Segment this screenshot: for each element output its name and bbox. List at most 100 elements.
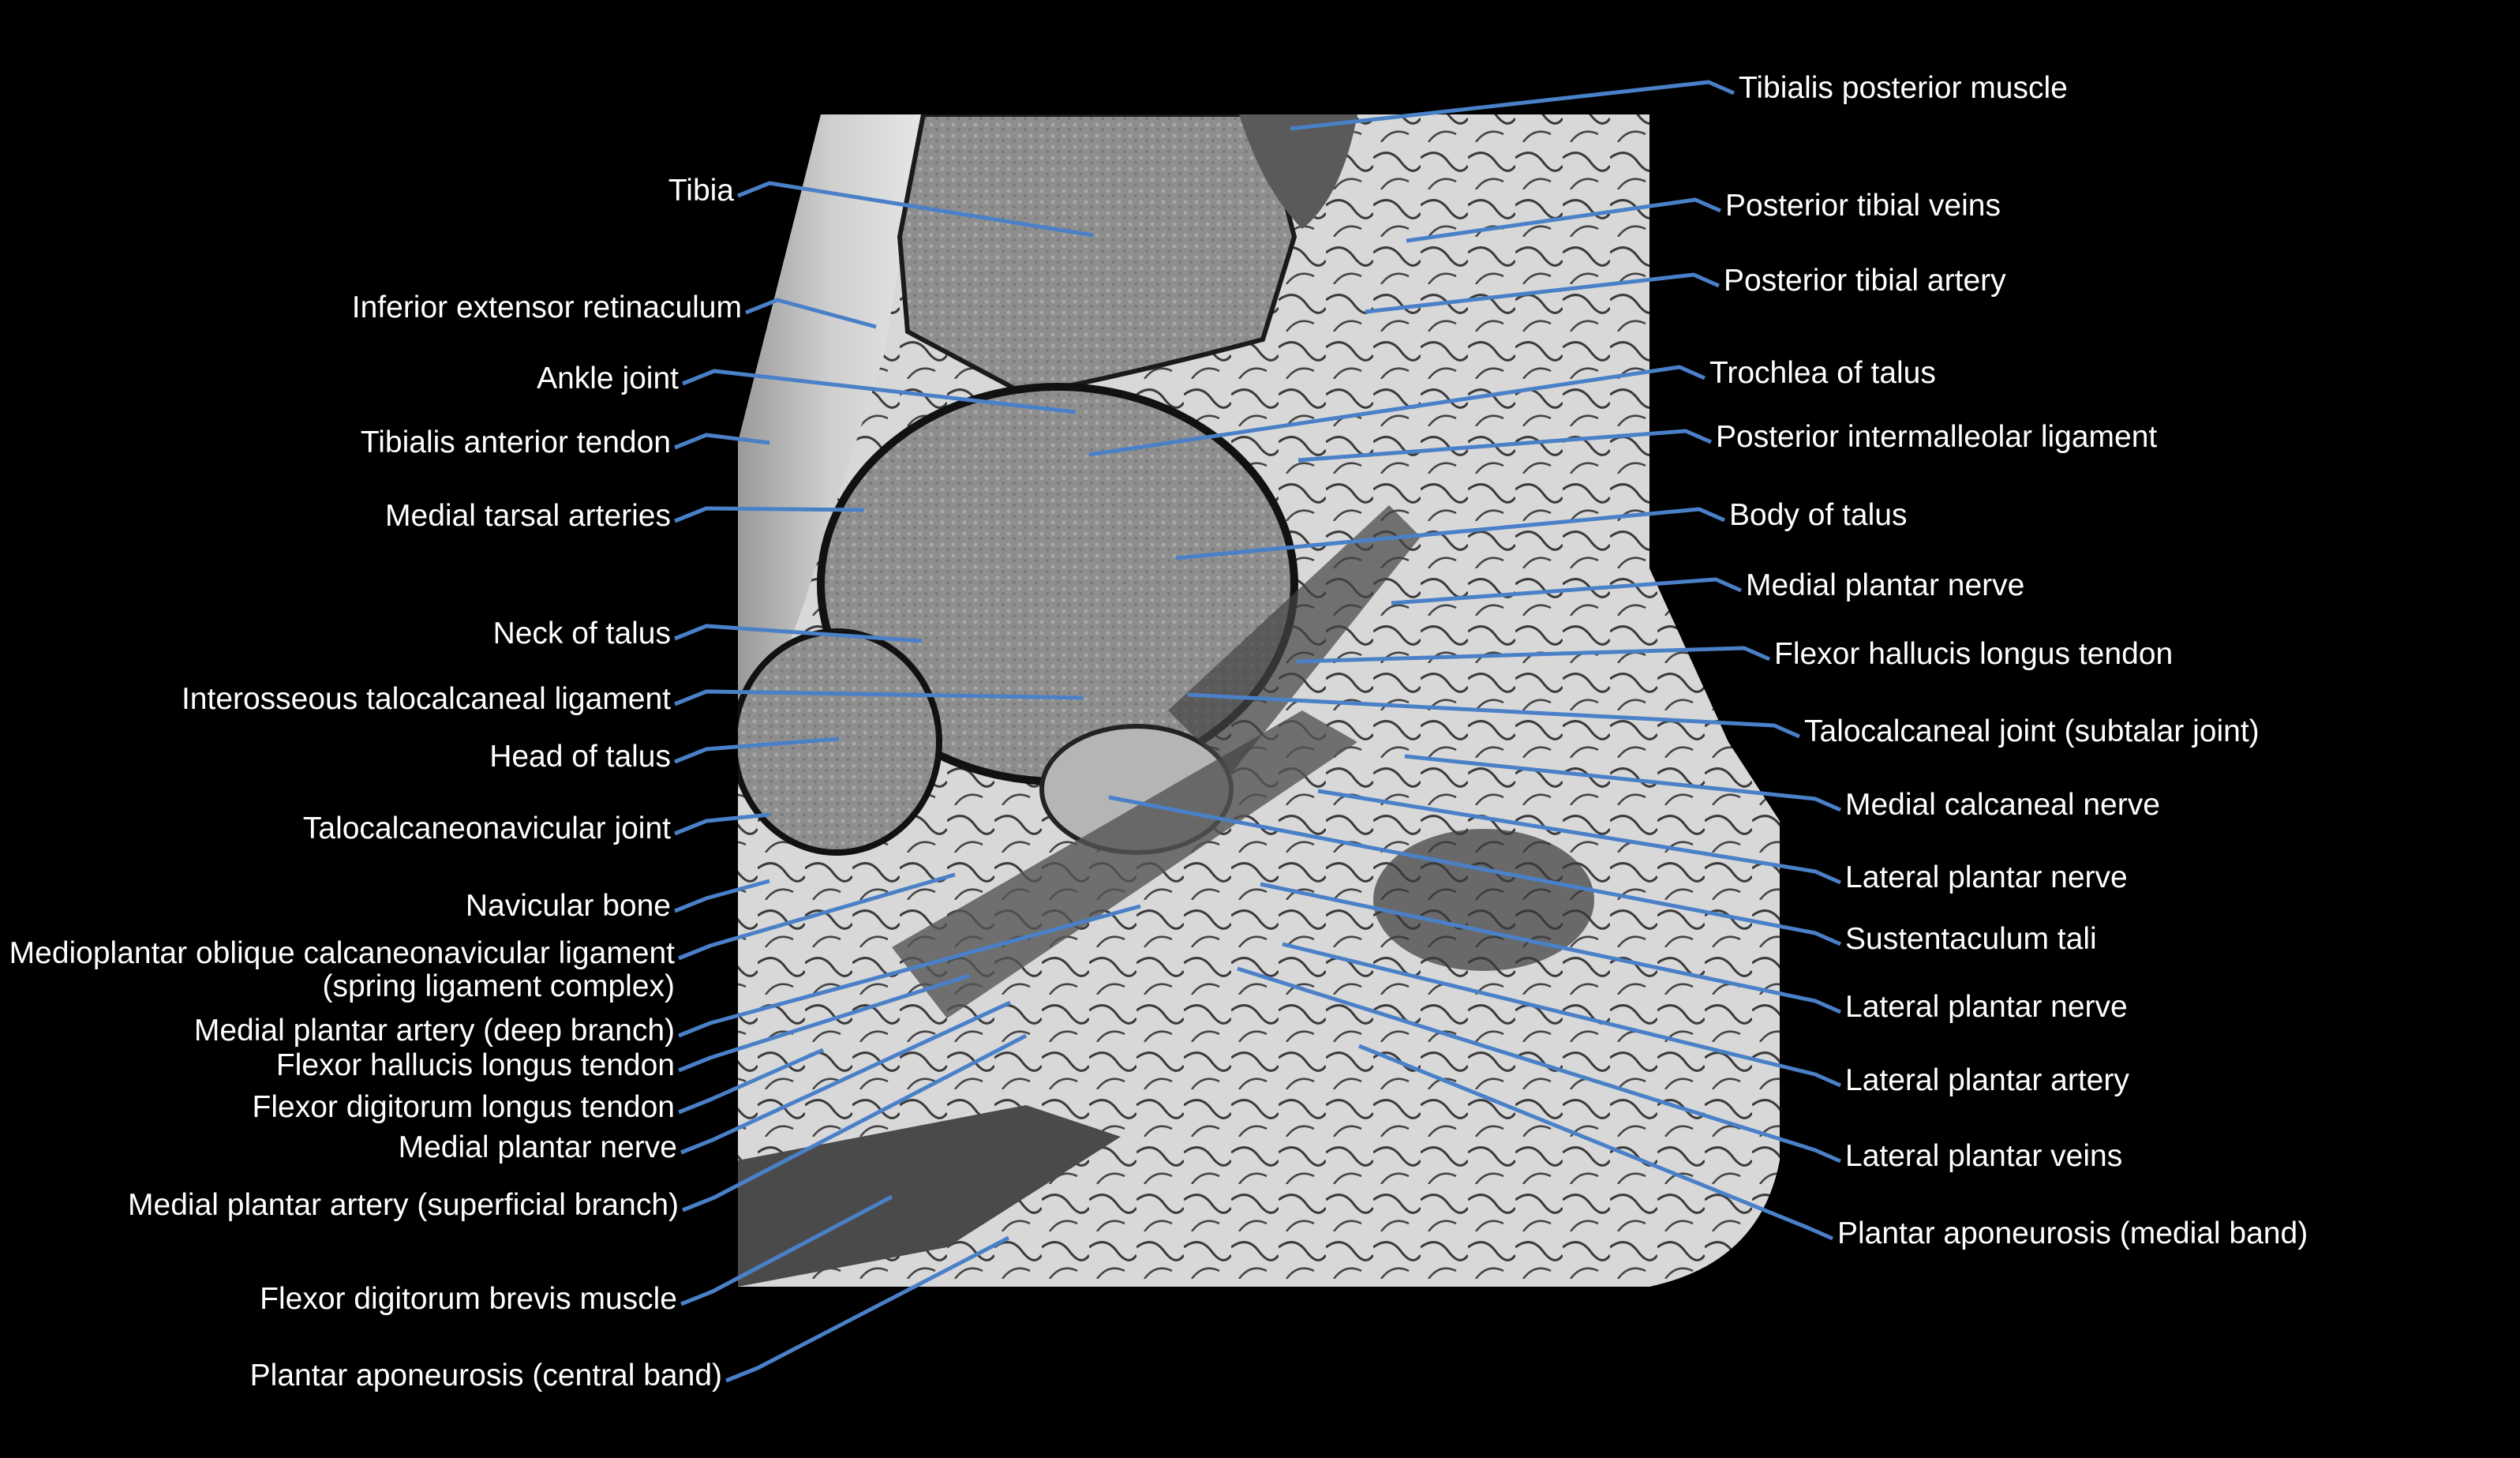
label-text: Lateral plantar nerve <box>1845 860 2128 894</box>
label-body-of-talus: Body of talus <box>1729 499 1907 532</box>
label-head-of-talus: Head of talus <box>489 740 671 774</box>
label-text: Trochlea of talus <box>1709 356 1936 390</box>
leader-line-plantar-aponeurosis-medial-band <box>1358 1044 1834 1241</box>
leader-line-talocalcaneonavicular-joint <box>674 812 770 836</box>
label-text: Body of talus <box>1729 498 1908 532</box>
label-text: Medial tarsal arteries <box>385 499 671 533</box>
label-text: Flexor hallucis longus tendon <box>1774 637 2174 671</box>
label-text: Posterior tibial veins <box>1725 189 2001 223</box>
label-text: Tibia <box>668 174 734 208</box>
leader-line-medial-tarsal-arteries <box>674 506 865 523</box>
label-ankle-joint: Ankle joint <box>537 362 679 395</box>
leader-line-flexor-digitorum-brevis-muscle <box>680 1194 893 1306</box>
label-posterior-tibial-artery: Posterior tibial artery <box>1724 264 2006 298</box>
leader-line-flexor-hallucis-longus-tendon <box>1296 646 1771 664</box>
label-text: Tibialis anterior tendon <box>360 425 671 459</box>
label-text: Medial plantar nerve <box>1746 568 2025 602</box>
label-trochlea-of-talus: Trochlea of talus <box>1709 357 1936 390</box>
leader-line-posterior-intermalleolar-ligament <box>1297 429 1713 463</box>
label-text: Talocalcaneal joint (subtalar joint) <box>1804 714 2260 748</box>
leader-line-lateral-plantar-veins <box>1237 966 1842 1164</box>
label-text: Talocalcaneonavicular joint <box>302 811 671 845</box>
label-text: Lateral plantar nerve <box>1845 990 2128 1024</box>
label-text: Flexor hallucis longus tendon <box>275 1048 675 1082</box>
label-text: Lateral plantar veins <box>1845 1139 2123 1173</box>
leader-line-navicular-bone <box>674 879 770 913</box>
leader-line-plantar-aponeurosis-central-band <box>725 1235 1010 1383</box>
label-text: Interosseous talocalcaneal ligament <box>181 682 671 716</box>
leader-line-head-of-talus <box>674 736 840 764</box>
label-text: Tibialis posterior muscle <box>1739 71 2068 105</box>
label-medial-plantar-artery-deep-branch: Medial plantar artery (deep branch) <box>194 1014 675 1048</box>
label-tibialis-posterior-muscle: Tibialis posterior muscle <box>1739 72 2068 105</box>
leader-line-tibialis-posterior-muscle <box>1290 80 1736 131</box>
label-plantar-aponeurosis-central-band: Plantar aponeurosis (central band) <box>250 1359 722 1392</box>
leader-line-lateral-plantar-artery <box>1282 942 1842 1088</box>
leader-line-body-of-talus <box>1175 507 1726 560</box>
label-medial-plantar-nerve: Medial plantar nerve <box>399 1131 677 1164</box>
label-lateral-plantar-artery: Lateral plantar artery <box>1845 1064 2129 1097</box>
label-sustentaculum-tali: Sustentaculum tali <box>1845 923 2097 956</box>
label-neck-of-talus: Neck of talus <box>493 617 671 650</box>
label-text: Posterior intermalleolar ligament <box>1716 420 2158 454</box>
label-flexor-digitorum-longus-tendon: Flexor digitorum longus tendon <box>253 1091 675 1124</box>
label-text: Medioplantar oblique calcaneonavicular l… <box>9 936 675 970</box>
label-text: Posterior tibial artery <box>1724 264 2006 298</box>
label-text: Head of talus <box>489 740 671 774</box>
leader-line-flexor-hallucis-longus-tendon <box>678 973 970 1073</box>
label-text: Flexor digitorum brevis muscle <box>260 1282 677 1316</box>
leader-line-medial-plantar-nerve <box>680 1000 1012 1155</box>
leader-line-posterior-tibial-artery <box>1365 272 1721 314</box>
leader-line-medioplantar-oblique-calcaneonavicular-ligament <box>678 872 956 961</box>
leader-line-interosseous-talocalcaneal-ligament <box>674 689 1084 707</box>
label-talocalcaneal-joint-subtalar-joint: Talocalcaneal joint (subtalar joint) <box>1804 715 2260 748</box>
label-inferior-extensor-retinaculum: Inferior extensor retinaculum <box>352 291 742 324</box>
leader-line-ankle-joint <box>682 369 1077 414</box>
leader-line-lateral-plantar-nerve <box>1317 789 1842 885</box>
leader-line-medial-plantar-artery-deep-branch <box>678 904 1141 1038</box>
leader-line-medial-plantar-artery-superficial-branch <box>682 1033 1028 1213</box>
leader-line-tibialis-anterior-tendon <box>674 433 770 450</box>
label-tibia: Tibia <box>668 174 734 208</box>
leader-line-sustentaculum-tali <box>1108 795 1842 946</box>
leader-line-neck-of-talus <box>674 624 923 643</box>
label-lateral-plantar-veins: Lateral plantar veins <box>1845 1140 2122 1173</box>
label-text: Navicular bone <box>465 889 671 923</box>
label-text: Sustentaculum tali <box>1845 922 2097 956</box>
label-lateral-plantar-nerve: Lateral plantar nerve <box>1845 861 2128 894</box>
label-navicular-bone: Navicular bone <box>466 890 671 923</box>
label-medial-tarsal-arteries: Medial tarsal arteries <box>385 500 671 533</box>
label-flexor-hallucis-longus-tendon: Flexor hallucis longus tendon <box>276 1049 675 1082</box>
label-text: Medial plantar nerve <box>398 1130 677 1164</box>
label-tibialis-anterior-tendon: Tibialis anterior tendon <box>361 426 671 459</box>
label-lateral-plantar-nerve: Lateral plantar nerve <box>1845 991 2128 1024</box>
label-medial-calcaneal-nerve: Medial calcaneal nerve <box>1845 789 2160 822</box>
leader-line-lateral-plantar-nerve <box>1260 882 1842 1014</box>
label-text: Inferior extensor retinaculum <box>351 290 742 324</box>
leader-line-trochlea-of-talus <box>1088 365 1706 457</box>
label-text: Lateral plantar artery <box>1845 1063 2129 1097</box>
label-text: Plantar aponeurosis (central band) <box>249 1359 722 1392</box>
label-posterior-intermalleolar-ligament: Posterior intermalleolar ligament <box>1716 421 2157 454</box>
label-text: Flexor digitorum longus tendon <box>252 1090 675 1124</box>
label-text: Medial plantar artery (deep branch) <box>193 1014 675 1048</box>
leader-line-medial-plantar-nerve <box>1391 577 1743 605</box>
label-medial-plantar-artery-superficial-branch: Medial plantar artery (superficial branc… <box>128 1189 679 1222</box>
label-interosseous-talocalcaneal-ligament: Interosseous talocalcaneal ligament <box>182 683 671 716</box>
leader-line-talocalcaneal-joint-subtalar-joint <box>1187 692 1801 739</box>
label-flexor-hallucis-longus-tendon: Flexor hallucis longus tendon <box>1774 638 2173 671</box>
label-text: Neck of talus <box>492 617 671 650</box>
label-text-line2: (spring ligament complex) <box>322 969 675 1003</box>
label-talocalcaneonavicular-joint: Talocalcaneonavicular joint <box>303 812 671 845</box>
leader-line-tibia <box>737 181 1094 238</box>
label-text: Medial calcaneal nerve <box>1845 788 2160 822</box>
label-text: Ankle joint <box>537 362 679 395</box>
label-text: Medial plantar artery (superficial branc… <box>128 1188 679 1222</box>
leader-line-posterior-tibial-veins <box>1406 197 1722 243</box>
label-flexor-digitorum-brevis-muscle: Flexor digitorum brevis muscle <box>260 1283 677 1316</box>
label-medioplantar-oblique-calcaneonavicular-ligament: Medioplantar oblique calcaneonavicular l… <box>9 937 675 1003</box>
leader-line-flexor-digitorum-longus-tendon <box>678 1048 825 1115</box>
leader-line-medial-calcaneal-nerve <box>1404 754 1842 812</box>
